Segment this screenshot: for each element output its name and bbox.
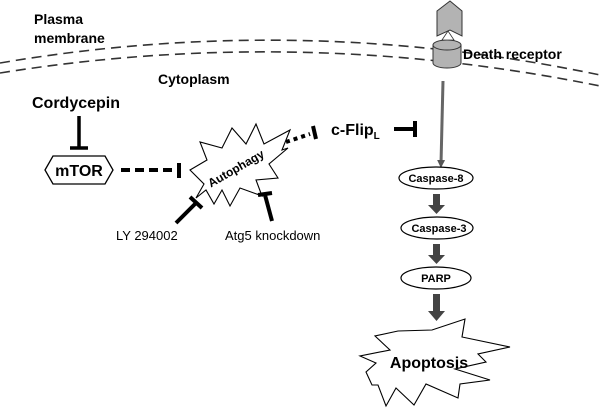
ly294002-inhibition-symbol — [174, 195, 204, 225]
plasma-membrane-label: Plasma — [34, 11, 83, 27]
cordycepin-label: Cordycepin — [32, 95, 120, 112]
membrane-outer-line — [0, 39, 600, 76]
mtor-node: mTOR — [44, 155, 114, 185]
parp-node: PARP — [400, 266, 472, 290]
svg-text:Caspase-3: Caspase-3 — [411, 223, 466, 235]
cflip-inhibition-symbol — [394, 121, 417, 137]
caspase8-node: Caspase-8 — [398, 166, 474, 190]
atg5-inhibition-symbol — [257, 191, 274, 222]
svg-text:mTOR: mTOR — [55, 163, 103, 180]
ly294002-label: LY 294002 — [116, 228, 178, 243]
atg5-label: Atg5 knockdown — [225, 228, 320, 243]
autophagy-cflip-inhibition — [285, 125, 318, 144]
mtor-autophagy-inhibition — [121, 163, 181, 178]
death-receptor-icon — [432, 0, 463, 69]
svg-text:Caspase-8: Caspase-8 — [408, 173, 463, 185]
caspase3-to-parp-arrow — [428, 244, 445, 264]
plasma-membrane-label-2: membrane — [34, 30, 105, 46]
caspase8-to-caspase3-arrow — [428, 194, 445, 214]
svg-text:PARP: PARP — [421, 273, 451, 285]
caspase3-node: Caspase-3 — [400, 216, 474, 240]
receptor-to-caspase8-arrow — [437, 80, 446, 168]
svg-text:Apoptosis: Apoptosis — [390, 355, 468, 372]
cytoplasm-label: Cytoplasm — [158, 71, 230, 87]
autophagy-node: Autophagy — [189, 122, 292, 208]
membrane-inner-line — [0, 51, 600, 87]
cordycepin-inhibition-symbol — [70, 116, 88, 150]
cflip-label: c-FlipL — [331, 122, 380, 142]
apoptosis-node: Apoptosis — [358, 318, 511, 408]
parp-to-apoptosis-arrow — [428, 294, 445, 321]
death-receptor-label: Death receptor — [463, 46, 562, 62]
